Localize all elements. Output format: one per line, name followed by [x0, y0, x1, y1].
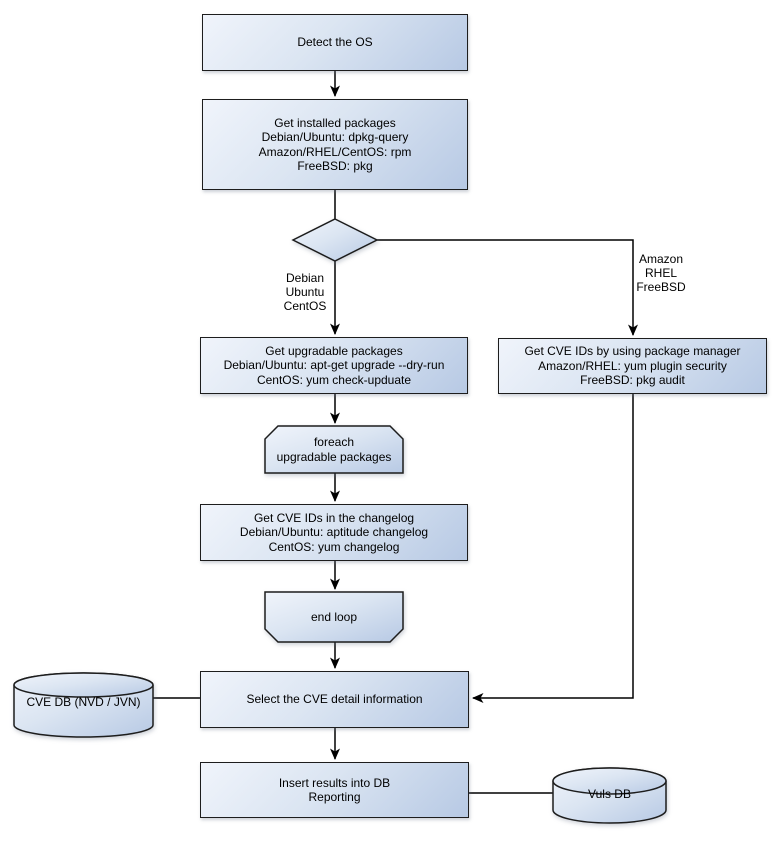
connector-pkg-manager-to-select	[472, 394, 634, 703]
os-decision-diamond	[291, 218, 379, 262]
end-loop-shape	[264, 591, 404, 643]
node-get-installed-packages: Get installed packages Debian/Ubuntu: dp…	[202, 99, 468, 190]
cve-db-cylinder	[13, 672, 154, 738]
branch-label-amazon-rhel-freebsd: Amazon RHEL FreeBSD	[636, 252, 686, 294]
branch-label-debian-ubuntu-centos: Debian Ubuntu CentOS	[283, 271, 327, 313]
foreach-loop-start-shape	[264, 425, 404, 474]
node-detect-os: Detect the OS	[202, 14, 468, 71]
node-get-cve-ids-changelog: Get CVE IDs in the changelog Debian/Ubun…	[200, 504, 468, 561]
node-insert-results: Insert results into DB Reporting	[200, 762, 469, 818]
vuls-db-cylinder	[552, 767, 667, 824]
node-select-cve-detail: Select the CVE detail information	[200, 671, 469, 728]
connector-decision-to-pkg-manager	[377, 239, 638, 336]
node-get-upgradable-packages: Get upgradable packages Debian/Ubuntu: a…	[200, 337, 468, 394]
node-get-cve-ids-package-manager: Get CVE IDs by using package manager Ama…	[498, 338, 767, 394]
